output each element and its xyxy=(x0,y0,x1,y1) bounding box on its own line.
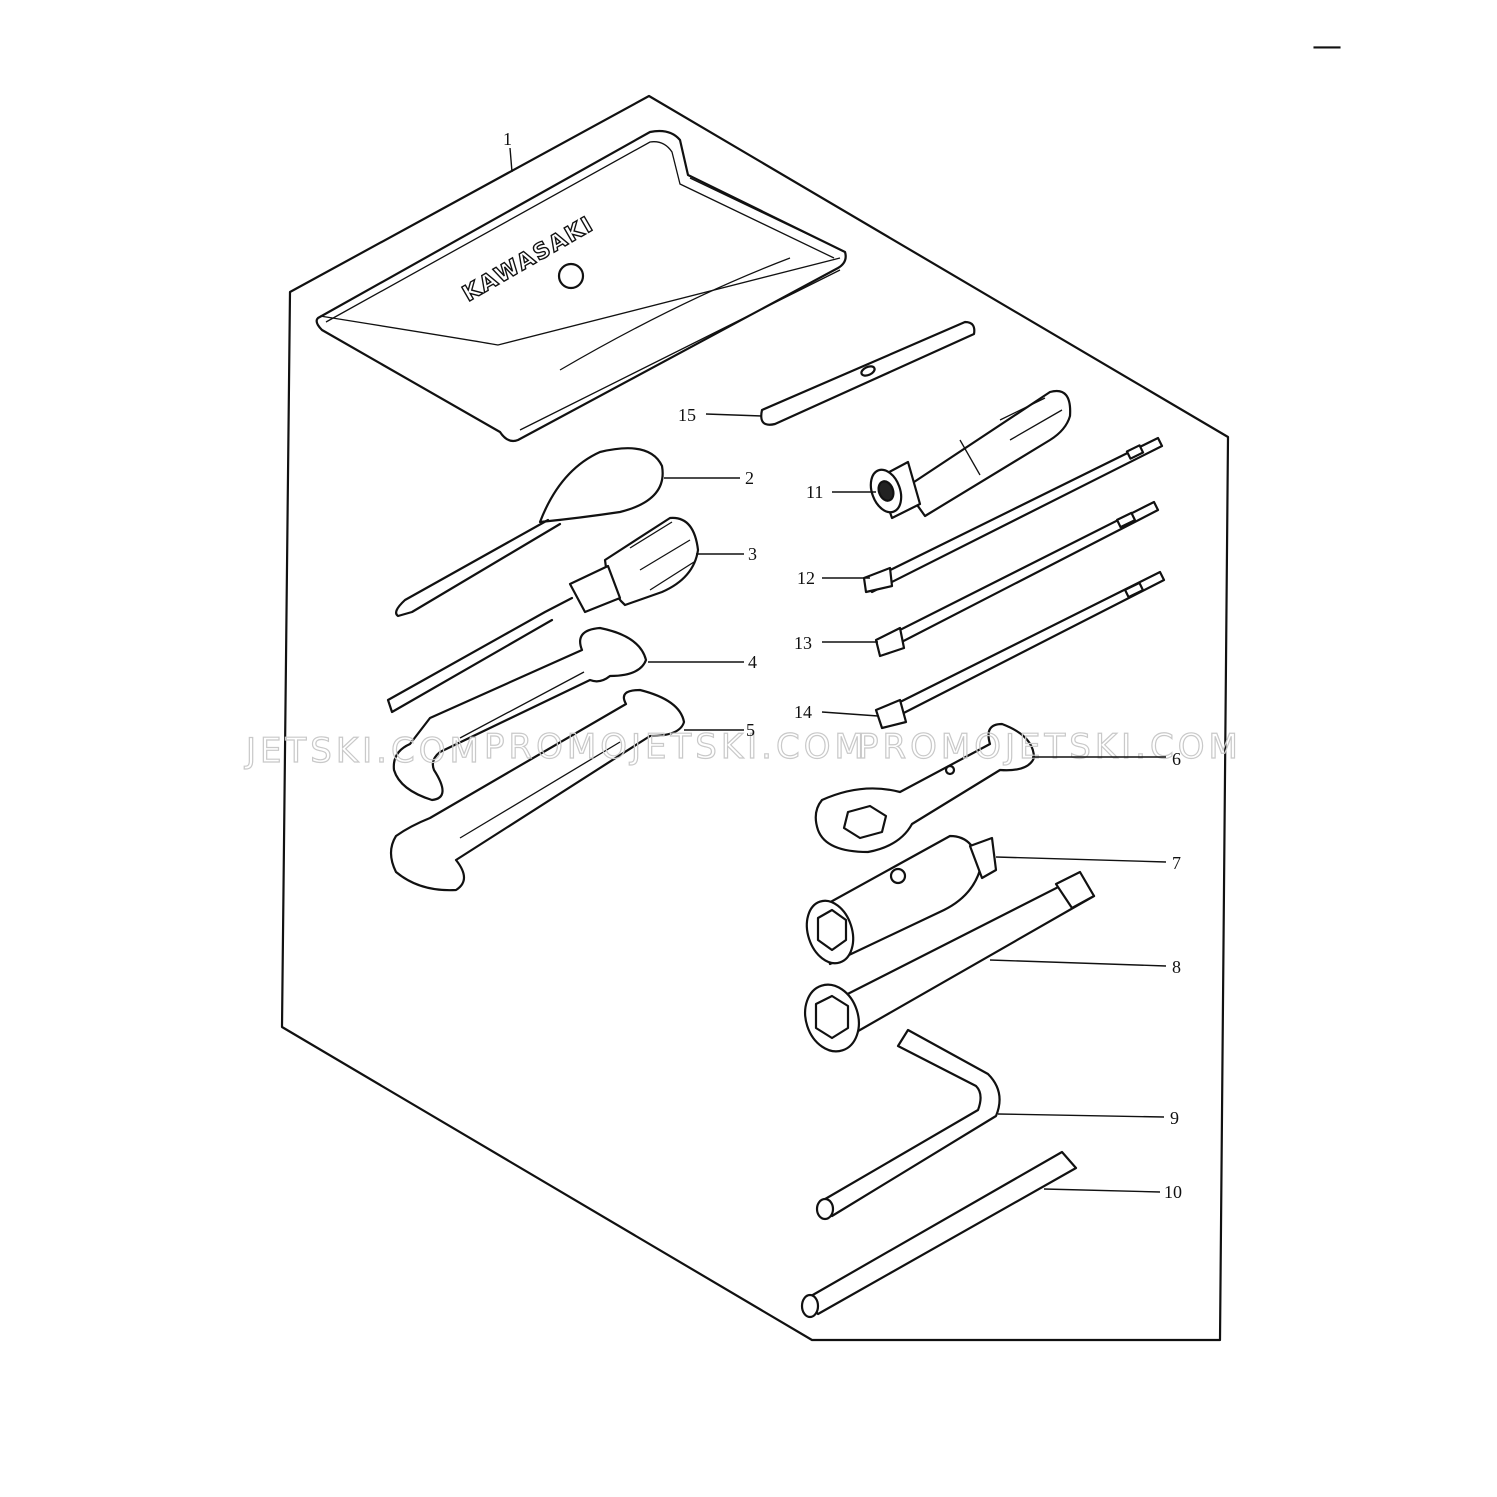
callout-4: 4 xyxy=(748,652,757,672)
callout-9: 9 xyxy=(1170,1108,1179,1128)
tool-8-spark-plug-wrench xyxy=(804,870,1096,1053)
tool-3-screwdriver xyxy=(386,516,700,714)
corner-mark: — xyxy=(1312,29,1342,64)
callout-15: 15 xyxy=(678,405,696,425)
tool-9-hex-key xyxy=(815,1028,1001,1221)
callout-14: 14 xyxy=(794,702,812,722)
tool-pouch: KAWASAKI xyxy=(315,129,847,443)
watermark-2: PROMOJETSKI.COM xyxy=(484,727,868,767)
tool-10-tommy-bar xyxy=(800,1150,1078,1319)
tool-11-driver-handle xyxy=(869,389,1072,520)
callout-1: 1 xyxy=(503,129,512,149)
callouts: 1 2 3 4 5 6 7 8 9 10 11 12 13 14 15 xyxy=(503,129,1182,1202)
callout-8: 8 xyxy=(1172,957,1181,977)
callout-3: 3 xyxy=(748,544,757,564)
tool-14-screwdriver-bit xyxy=(874,570,1166,730)
watermark-1: JETSKI.COM xyxy=(244,731,483,771)
tool-5-double-wrench xyxy=(389,688,686,892)
callout-13: 13 xyxy=(794,633,812,653)
tool-2-loop-handle-pry xyxy=(395,447,664,618)
callout-2: 2 xyxy=(745,468,754,488)
tool-6-box-wrench xyxy=(814,722,1036,854)
callout-6: 6 xyxy=(1172,749,1181,769)
kit-boundary-box xyxy=(280,94,1230,1342)
tool-13-screwdriver-bit xyxy=(874,500,1160,658)
tool-15-flat-bar xyxy=(760,320,976,426)
tool-4-open-end-wrench xyxy=(392,626,648,802)
callout-5: 5 xyxy=(746,720,755,740)
callout-12: 12 xyxy=(797,568,815,588)
leader-lines xyxy=(509,147,1167,1193)
watermark-3: PROMOJETSKI.COM xyxy=(858,727,1242,767)
callout-10: 10 xyxy=(1164,1182,1182,1202)
callout-7: 7 xyxy=(1172,853,1181,873)
callout-11: 11 xyxy=(806,482,823,502)
tool-12-screwdriver-bit xyxy=(862,436,1164,594)
tool-7-socket xyxy=(805,834,998,966)
